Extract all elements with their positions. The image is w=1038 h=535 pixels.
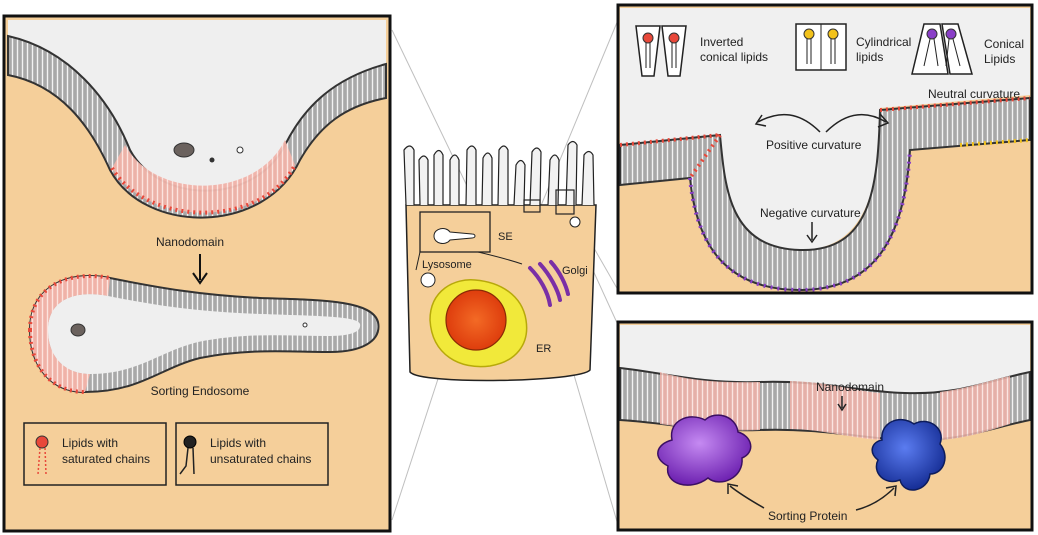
vesicle: [569, 216, 581, 228]
bottom-right-panel: Nanodomain Sorting Protein: [616, 320, 1034, 532]
legend-saturated: Lipids with saturated chains: [23, 422, 167, 486]
er-label: ER: [536, 343, 551, 355]
legend-saturated-line1: Lipids with: [62, 436, 118, 450]
legend-unsaturated-line2: unsaturated chains: [210, 452, 311, 466]
inset-box-protein: [555, 189, 575, 215]
inverted-conical-lipids-icon: [635, 25, 687, 77]
sorting-protein-label: Sorting Protein: [768, 509, 847, 523]
sorting-protein-arrow-left: [729, 485, 765, 509]
nanodomain-segment: [112, 140, 295, 213]
cargo-particle-ring: [236, 146, 244, 154]
tr-membrane: [619, 96, 1031, 292]
cylindrical-lipids-icon: [795, 23, 847, 71]
conical-label-line2: Lipids: [984, 52, 1015, 66]
sorting-protein-arrow-right: [855, 487, 895, 511]
inset-box-membrane: [523, 199, 541, 213]
down-arrow-head-left: [192, 272, 208, 285]
top-right-panel: Inverted conical lipids Cylindrical lipi…: [616, 3, 1034, 295]
sorting-protein-purple: [657, 414, 752, 486]
positive-curvature-label: Positive curvature: [766, 138, 862, 152]
legend-unsaturated-line1: Lipids with: [210, 436, 266, 450]
br-outside-area: [620, 325, 1030, 394]
br-nanodomain-2: [790, 381, 880, 440]
conical-lipids-icon: [911, 23, 973, 75]
se-inset-box: [419, 211, 491, 253]
br-nanodomain-1: [660, 372, 760, 431]
legend-unsaturated: Lipids with unsaturated chains: [175, 422, 329, 486]
legend-saturated-line2: saturated chains: [62, 452, 150, 466]
nanodomain-label-left: Nanodomain: [156, 235, 224, 249]
left-panel: Nanodomain Sorting Endosome Lipids with …: [2, 14, 392, 533]
center-cell: SE Lysosome Golgi ER: [403, 140, 597, 382]
neutral-curvature-label: Neutral curvature: [928, 87, 1020, 101]
nanodomain-label-right: Nanodomain: [816, 380, 884, 394]
cargo-particle-small: [209, 157, 215, 163]
endosome-cargo-small: [302, 322, 308, 328]
lumen-area: [8, 20, 386, 195]
se-endosome: [433, 228, 476, 244]
cylindrical-label-line2: lipids: [856, 50, 883, 64]
plasma-membrane: [7, 34, 387, 219]
endosome-cargo: [70, 323, 86, 337]
lysosome-label: Lysosome: [422, 259, 472, 271]
inverted-label-line1: Inverted: [700, 35, 743, 49]
tr-panel-frame: [616, 3, 1034, 295]
left-panel-frame: [2, 14, 392, 533]
negative-curvature-label: Negative curvature: [760, 206, 861, 220]
cargo-particle-large: [173, 142, 195, 158]
sorting-endosome-lumen: [48, 294, 361, 374]
endosome-nanodomain: [30, 275, 110, 392]
nucleus: [445, 289, 507, 351]
lysosome: [420, 272, 436, 288]
br-nanodomain-3: [940, 376, 1010, 440]
golgi: [528, 260, 570, 307]
sorting-endosome-label: Sorting Endosome: [151, 384, 250, 398]
golgi-label: Golgi: [562, 265, 588, 277]
lysosome-arrow: [415, 251, 421, 271]
se-label: SE: [498, 231, 513, 243]
inverted-label-line2: conical lipids: [700, 50, 768, 64]
microvilli: [403, 140, 595, 206]
br-panel-frame: [616, 320, 1034, 532]
saturated-lipid-heads: [110, 164, 297, 215]
golgi-arrow: [477, 251, 523, 265]
cylindrical-label-line1: Cylindrical: [856, 35, 911, 49]
conical-label-line1: Conical: [984, 37, 1024, 51]
positive-curvature-arrow-left: [757, 113, 821, 133]
sorting-protein-blue: [871, 419, 946, 491]
positive-curvature-arrow-right: [825, 113, 887, 133]
